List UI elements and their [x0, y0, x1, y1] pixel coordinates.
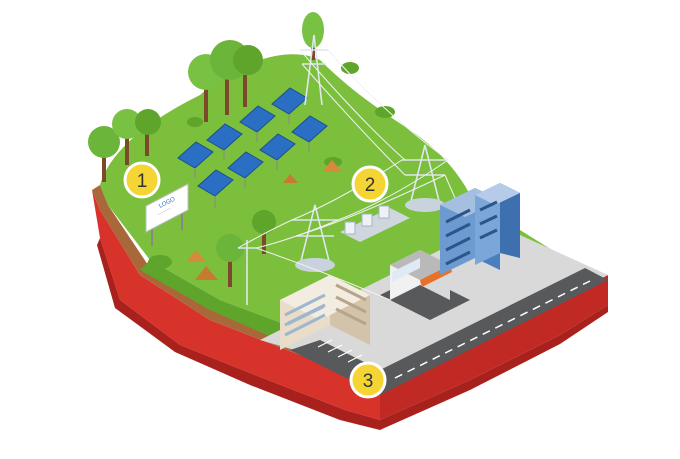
soil-dark-layer [97, 238, 608, 430]
terrain-block [92, 54, 608, 430]
shop-icon [390, 250, 452, 300]
tree-icon [252, 210, 276, 254]
solar-panel-icon [177, 141, 214, 178]
map-marker-icon[interactable]: 3 [349, 361, 387, 399]
grass-shade [140, 260, 300, 345]
tree-icon [216, 234, 244, 287]
solar-panel-icon [206, 123, 243, 160]
transmission-tower-icon [300, 34, 328, 106]
rocks [186, 160, 342, 280]
solar-panel-icon [239, 105, 276, 142]
solar-farm [177, 87, 328, 208]
soil-left-side [92, 190, 380, 420]
apartment-buildings [440, 183, 520, 275]
solar-panel-icon [271, 87, 308, 124]
office-building-icon [280, 275, 370, 350]
bushes [148, 62, 395, 321]
map-marker-icon[interactable]: 2 [351, 165, 389, 203]
marker-3-label: 3 [363, 371, 374, 392]
transmission-tower-icon [402, 144, 448, 212]
tree-icon [88, 126, 120, 182]
substation-icon [340, 205, 410, 242]
tree-icon [112, 109, 142, 165]
tree-icon [233, 45, 263, 107]
solar-panel-icon [197, 169, 234, 208]
soil-right-side [380, 275, 608, 420]
marker-2-label: 2 [365, 175, 376, 196]
tree-icon [302, 12, 324, 60]
transmission-towers [238, 34, 448, 305]
solar-panel-icon [227, 151, 264, 188]
transmission-tower-icon [292, 204, 338, 272]
road [290, 268, 608, 395]
map-marker-icon[interactable]: 1 [123, 161, 161, 199]
marker-1-label: 1 [137, 171, 148, 192]
solar-panel-icon [259, 133, 296, 170]
power-lines [237, 49, 471, 301]
parking-lot [317, 339, 363, 363]
utility-pole-icon [238, 240, 256, 305]
tree-icon [135, 109, 161, 156]
solar-panel-icon [291, 115, 328, 152]
billboard-icon: LOGO ——— [145, 183, 189, 246]
office-building-icon [475, 183, 520, 265]
